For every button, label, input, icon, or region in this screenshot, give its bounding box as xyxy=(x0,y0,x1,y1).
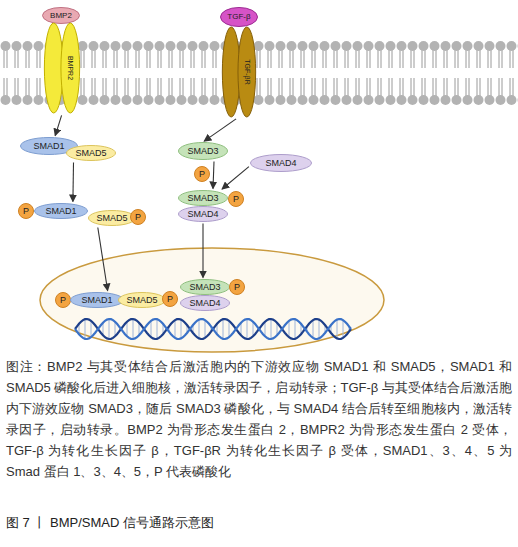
receptor-node: TGF-βR xyxy=(222,26,256,118)
protein-oval: SMAD5 xyxy=(66,145,116,161)
signal-arrow xyxy=(98,228,108,291)
node-label: SMAD1 xyxy=(81,296,112,305)
node-stage: BMP2BMPR2TGF-βTGF-βRSMAD1SMAD5PSMAD1SMAD… xyxy=(0,0,518,350)
node-label: P xyxy=(234,283,240,292)
protein-oval: P xyxy=(130,209,146,225)
protein-oval: P xyxy=(194,166,210,182)
node-label: SMAD4 xyxy=(265,159,296,168)
node-label: P xyxy=(199,170,205,179)
dna-helix xyxy=(75,319,351,339)
signal-arrow xyxy=(204,119,236,141)
node-label: SMAD5 xyxy=(126,296,157,305)
node-outline xyxy=(44,22,80,114)
node-label: SMAD3 xyxy=(187,194,218,203)
signal-arrow xyxy=(72,163,74,202)
node-label: SMAD5 xyxy=(96,214,127,223)
node-label: TGF-βR xyxy=(243,59,250,84)
protein-oval: SMAD4 xyxy=(250,154,312,172)
protein-oval: SMAD1 xyxy=(34,203,88,219)
node-label: SMAD1 xyxy=(33,142,64,151)
node-label: SMAD4 xyxy=(189,299,220,308)
node-label: SMAD3 xyxy=(187,147,218,156)
figure-caption: 图注：BMP2 与其受体结合后激活胞内的下游效应物 SMAD1 和 SMAD5，… xyxy=(6,356,512,482)
caption-text: 图注：BMP2 与其受体结合后激活胞内的下游效应物 SMAD1 和 SMAD5，… xyxy=(6,359,512,479)
protein-oval: SMAD3 xyxy=(178,142,228,160)
figure-title: 图 7 丨 BMP/SMAD 信号通路示意图 xyxy=(6,513,512,533)
protein-oval: SMAD1 xyxy=(70,292,124,308)
protein-oval: SMAD5 xyxy=(118,292,166,308)
signal-arrow xyxy=(213,162,214,189)
protein-oval: SMAD3 xyxy=(178,190,228,206)
node-label: BMP2 xyxy=(50,12,72,20)
protein-oval: SMAD4 xyxy=(178,206,228,222)
node-label: P xyxy=(60,296,66,305)
protein-oval: P xyxy=(18,203,34,219)
protein-oval: P xyxy=(55,292,71,308)
node-label: TGF-β xyxy=(227,13,250,21)
node-label: SMAD4 xyxy=(187,210,218,219)
node-label: P xyxy=(167,295,173,304)
node-label: SMAD1 xyxy=(45,207,76,216)
signal-arrow xyxy=(55,115,61,135)
node-label: P xyxy=(135,213,141,222)
title-text: 图 7 丨 BMP/SMAD 信号通路示意图 xyxy=(6,515,214,530)
node-label: SMAD3 xyxy=(189,283,220,292)
nucleus xyxy=(40,248,384,352)
protein-oval: SMAD4 xyxy=(180,295,230,311)
protein-oval: P xyxy=(162,291,178,307)
protein-oval: P xyxy=(228,191,244,207)
signal-arrow xyxy=(202,224,203,278)
protein-oval: BMP2 xyxy=(42,7,80,24)
node-label: SMAD5 xyxy=(75,149,106,158)
node-label: P xyxy=(23,207,29,216)
protein-oval: SMAD5 xyxy=(88,210,136,226)
receptor-node: BMPR2 xyxy=(44,22,80,114)
protein-oval: SMAD3 xyxy=(180,279,230,295)
protein-oval: P xyxy=(229,279,245,295)
node-outline xyxy=(222,26,256,118)
signal-arrow xyxy=(222,167,249,189)
node-label: P xyxy=(233,195,239,204)
protein-oval: TGF-β xyxy=(220,7,258,27)
node-label: BMPR2 xyxy=(67,56,74,80)
